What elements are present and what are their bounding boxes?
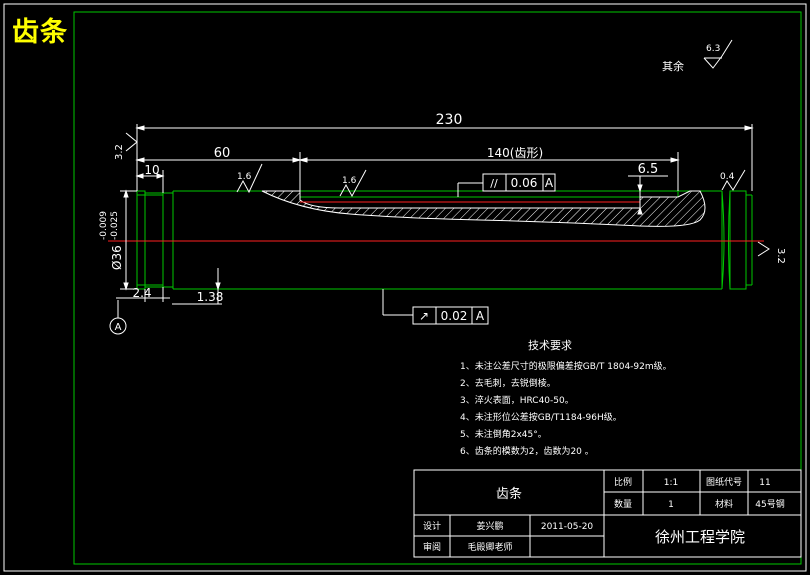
tb-design-label: 设计 — [423, 520, 441, 532]
roughness-left-end: 3.2 — [114, 144, 125, 160]
roughness-left-group: 3.2 — [114, 144, 125, 160]
dim-tol-upper: -0.009 — [99, 211, 109, 240]
hatched-section — [261, 190, 706, 227]
parallelism-frame: // 0.06 A — [457, 173, 556, 197]
datum-a-label: A — [115, 322, 122, 333]
tb-scale-value: 1:1 — [664, 478, 678, 488]
parallelism-symbol: // — [490, 177, 498, 190]
parallelism-datum: A — [545, 176, 554, 190]
tb-scale-label: 比例 — [614, 476, 632, 488]
dim-diameter: Ø36 — [110, 245, 124, 270]
tech-req-item: 1、未注公差尺寸的极限偏差按GB/T 1804-92m级。 — [460, 360, 672, 372]
runout-value: 0.02 — [441, 309, 468, 323]
inner-frame — [73, 11, 802, 565]
roughness-step-left: 1.6 — [237, 172, 252, 182]
roughness-right-shoulder: 0.4 — [720, 172, 735, 182]
tb-designer: 姜兴鹏 — [476, 520, 503, 532]
dim-diameter-group: Ø36 — [110, 245, 124, 270]
tb-reviewer: 毛殿卿老师 — [467, 541, 512, 553]
dim-tolerance-group: -0.009 — [99, 211, 109, 240]
parallelism-value: 0.06 — [511, 176, 538, 190]
dim-tolerance-group-2: -0.025 — [110, 211, 120, 240]
datum-a-bubble — [109, 317, 127, 335]
outer-frame — [3, 3, 807, 572]
page-title: 齿条 — [12, 17, 68, 48]
runout-symbol: ↗ — [419, 309, 429, 323]
tb-drawing-no-value: 11 — [759, 478, 770, 488]
tb-material-label: 材料 — [715, 498, 733, 510]
tb-institution: 徐州工程学院 — [655, 528, 745, 546]
tech-req-heading: 技术要求 — [528, 339, 572, 352]
tech-req-item: 6、齿条的模数为2，齿数为20 。 — [460, 445, 594, 457]
dim-rack-depth: 6.5 — [638, 162, 659, 177]
tb-qty-value: 1 — [668, 500, 674, 510]
runout-frame: ↗ 0.02 A — [382, 289, 489, 325]
dim-total-length: 230 — [436, 112, 463, 128]
dim-rack-length: 140(齿形) — [487, 146, 543, 160]
tech-req-item: 3、淬火表面，HRC40-50。 — [460, 394, 574, 406]
technical-requirements: 技术要求 1、未注公差尺寸的极限偏差按GB/T 1804-92m级。 2、去毛刺… — [460, 339, 672, 457]
dimension-lines — [116, 124, 754, 318]
tb-drawing-no-label: 图纸代号 — [706, 476, 742, 488]
tech-req-item: 5、未注倒角2x45°。 — [460, 428, 547, 440]
dim-shoulder-length: 60 — [214, 146, 231, 161]
roughness-right-group: 3.2 — [775, 248, 786, 264]
roughness-right-end: 3.2 — [775, 248, 786, 264]
tb-date: 2011-05-20 — [541, 522, 594, 532]
general-roughness-note: 其余 6.3 — [662, 39, 733, 73]
tech-req-item: 2、去毛刺，去锐倒棱。 — [460, 377, 556, 389]
dim-groove-depth: 1.38 — [197, 290, 224, 304]
other-roughness-value: 6.3 — [706, 44, 720, 54]
title-block: 齿条 比例 1:1 图纸代号 11 数量 1 材料 45号钢 设计 姜兴鹏 20… — [413, 469, 802, 558]
dim-tol-lower: -0.025 — [110, 211, 120, 240]
roughness-slot-bottom: 1.6 — [342, 176, 357, 186]
tb-material-value: 45号钢 — [755, 498, 784, 510]
tb-review-label: 审阅 — [423, 541, 441, 553]
other-roughness-label: 其余 — [662, 59, 684, 73]
dim-end-length: 10 — [144, 163, 159, 177]
roughness-symbols — [125, 132, 770, 257]
tb-qty-label: 数量 — [614, 498, 632, 510]
dim-chamfer-width: 2.4 — [132, 286, 151, 300]
tb-part-name: 齿条 — [496, 486, 522, 502]
tech-req-item: 4、未注形位公差按GB/T1184-96H级。 — [460, 411, 622, 423]
runout-datum: A — [476, 309, 485, 323]
